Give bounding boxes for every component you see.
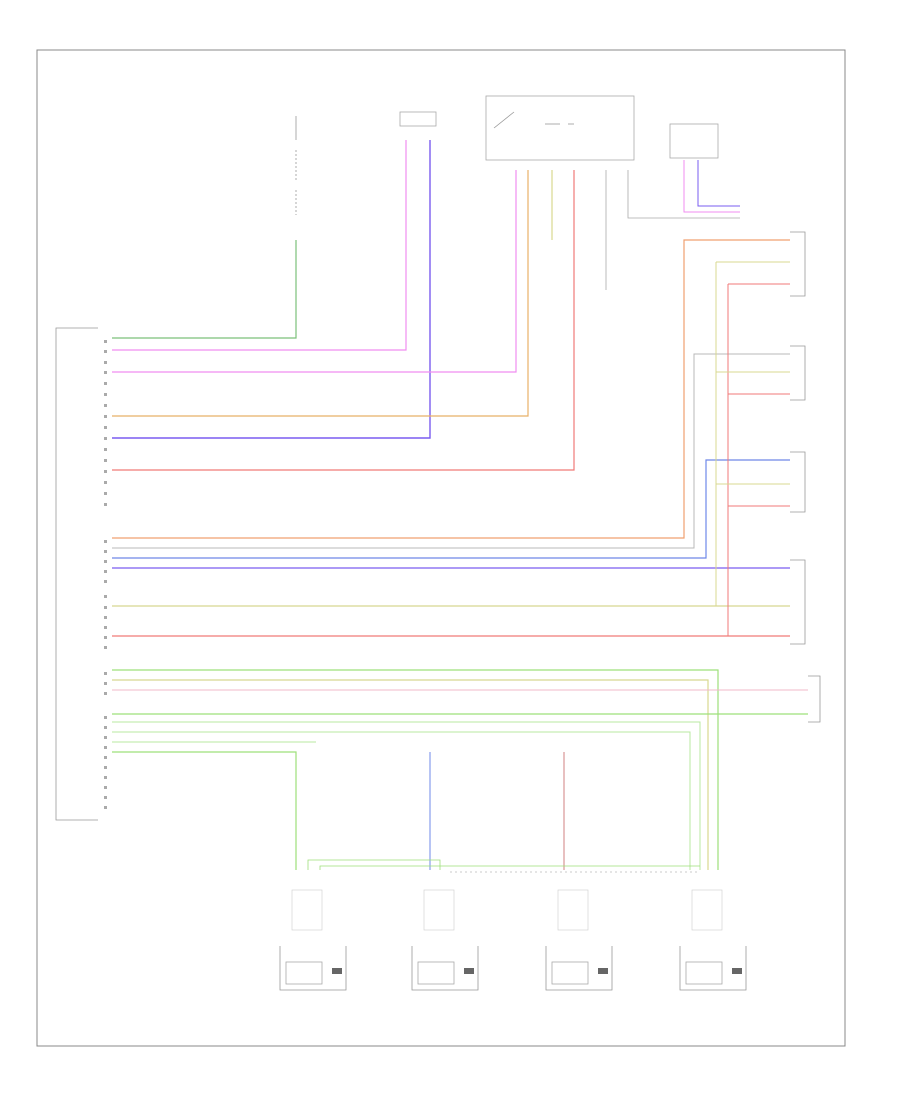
main-module-pins bbox=[104, 340, 107, 809]
main-module bbox=[55, 327, 98, 821]
right-sensor-4 bbox=[790, 559, 806, 645]
wire-orange-center bbox=[112, 170, 529, 417]
wire-pink-left bbox=[112, 170, 517, 373]
wire-lightgreen-6 bbox=[112, 731, 691, 870]
right-sensor-3 bbox=[790, 451, 806, 513]
right-sensor-2 bbox=[790, 345, 806, 401]
wire-red-center bbox=[112, 170, 575, 471]
bottom-sensor-1 bbox=[279, 889, 347, 991]
control-module-box bbox=[485, 95, 635, 161]
wire-blue-long bbox=[112, 459, 790, 559]
wire-lightgreen-8 bbox=[112, 751, 297, 870]
top-connector-center bbox=[399, 111, 437, 127]
wire-red-rs1 bbox=[727, 283, 790, 636]
bottom-sensor-3 bbox=[545, 889, 613, 991]
diagram-frame bbox=[36, 49, 846, 1047]
right-sensor-1 bbox=[790, 231, 806, 297]
wire-purple-topright bbox=[697, 160, 740, 207]
wire-pink-top bbox=[112, 140, 407, 351]
wire-cross-bottom bbox=[307, 859, 700, 870]
wire-olive-rs1 bbox=[715, 261, 790, 606]
wire-purple-top bbox=[112, 140, 431, 439]
wire-lightgreen-1 bbox=[112, 669, 719, 870]
bottom-sensor-2 bbox=[411, 889, 479, 991]
top-right-module bbox=[669, 123, 719, 159]
wire-pink-topright bbox=[683, 160, 740, 213]
wire-gray-long bbox=[112, 353, 790, 549]
wire-gray-right bbox=[627, 170, 740, 219]
right-sensor-5 bbox=[808, 675, 821, 723]
wire-orange-long bbox=[112, 239, 790, 539]
wire-green-top bbox=[112, 240, 297, 339]
bottom-sensor-4 bbox=[679, 889, 747, 991]
wire-lightgreen-5 bbox=[112, 721, 701, 870]
wire-olive-2 bbox=[112, 679, 709, 870]
